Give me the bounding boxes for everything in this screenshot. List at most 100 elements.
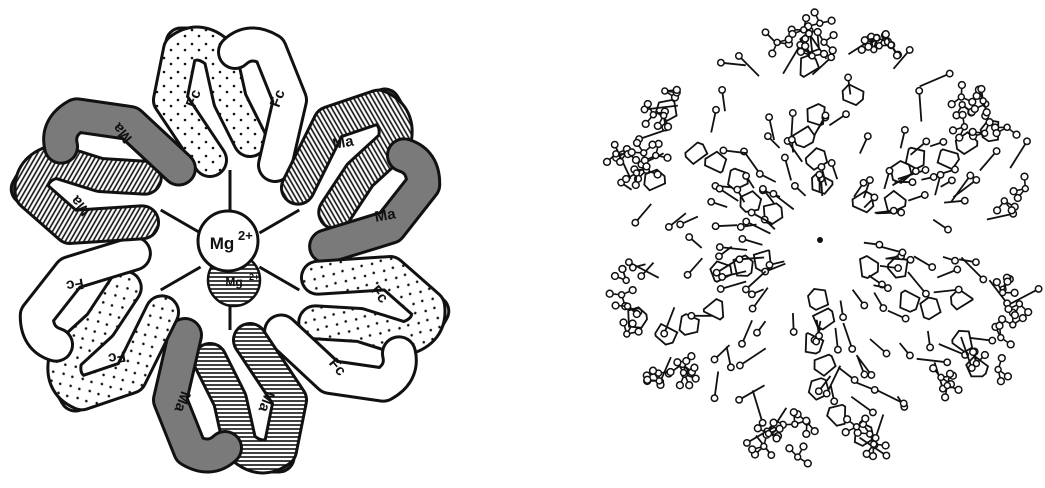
atom bbox=[882, 31, 889, 38]
atom bbox=[717, 244, 723, 250]
atom bbox=[835, 347, 841, 353]
atom bbox=[768, 452, 774, 458]
aromatic-ring bbox=[705, 152, 726, 173]
atom bbox=[630, 264, 636, 270]
atom bbox=[736, 256, 742, 262]
atom bbox=[737, 362, 743, 368]
atom bbox=[865, 43, 872, 50]
atom bbox=[711, 356, 717, 362]
metal-center-atom bbox=[817, 237, 823, 243]
atom bbox=[632, 182, 639, 189]
atom bbox=[625, 303, 631, 309]
atom bbox=[718, 60, 724, 66]
atom bbox=[633, 311, 640, 318]
coordination-bond bbox=[161, 210, 201, 233]
atom bbox=[909, 179, 915, 185]
atom bbox=[989, 337, 995, 343]
bond bbox=[715, 372, 719, 399]
atom bbox=[766, 262, 772, 268]
atom bbox=[644, 101, 651, 108]
atom bbox=[907, 47, 913, 53]
bond bbox=[739, 385, 764, 400]
atom bbox=[952, 166, 958, 172]
atom bbox=[902, 315, 908, 321]
atom bbox=[923, 138, 929, 144]
atom bbox=[617, 159, 624, 166]
atom bbox=[861, 371, 867, 377]
atom bbox=[868, 372, 874, 378]
atom bbox=[677, 382, 684, 389]
atom bbox=[719, 87, 725, 93]
atom bbox=[959, 102, 965, 108]
atom bbox=[789, 137, 795, 143]
atom bbox=[874, 35, 880, 41]
atom bbox=[828, 54, 834, 60]
atom bbox=[883, 452, 889, 458]
atom bbox=[762, 29, 768, 35]
atom bbox=[871, 194, 877, 200]
atom bbox=[684, 272, 690, 278]
atom bbox=[766, 114, 772, 120]
atom bbox=[973, 177, 979, 183]
atom bbox=[938, 374, 944, 380]
atom bbox=[931, 174, 937, 180]
subunit-bottom: MaMa bbox=[170, 335, 294, 472]
atom bbox=[739, 236, 745, 242]
atom bbox=[749, 305, 755, 311]
atom bbox=[743, 286, 749, 292]
atom bbox=[930, 365, 937, 372]
bond bbox=[919, 91, 921, 122]
atom bbox=[970, 349, 977, 356]
atom bbox=[734, 186, 740, 192]
atom bbox=[782, 154, 788, 160]
atom bbox=[1035, 286, 1041, 292]
atom bbox=[811, 428, 818, 435]
atom bbox=[986, 119, 993, 126]
atom bbox=[644, 376, 651, 383]
mg-ion-center: Mg2+ bbox=[198, 211, 258, 271]
atom bbox=[998, 355, 1005, 362]
atom bbox=[716, 253, 722, 259]
atom bbox=[654, 123, 661, 130]
bond bbox=[739, 56, 759, 76]
bond bbox=[639, 129, 668, 139]
atom bbox=[664, 154, 671, 161]
coordination-bond bbox=[259, 210, 299, 233]
atom bbox=[686, 234, 692, 240]
atom bbox=[633, 157, 640, 164]
atom bbox=[770, 191, 776, 197]
atom bbox=[769, 50, 776, 57]
aromatic-ring bbox=[900, 291, 919, 312]
atom bbox=[662, 88, 668, 94]
atom bbox=[861, 302, 867, 308]
atom bbox=[661, 113, 667, 119]
atom bbox=[998, 335, 1004, 341]
atom bbox=[830, 32, 837, 39]
atom bbox=[809, 53, 815, 59]
atom bbox=[791, 329, 797, 335]
bond bbox=[753, 390, 763, 422]
aromatic-ring bbox=[685, 143, 707, 165]
atom bbox=[792, 421, 798, 427]
atom bbox=[629, 320, 636, 327]
atom bbox=[947, 70, 953, 76]
atom bbox=[867, 177, 873, 183]
atom bbox=[743, 173, 749, 179]
atom bbox=[1025, 309, 1032, 316]
atom bbox=[831, 398, 837, 404]
atom bbox=[604, 159, 611, 166]
atom bbox=[998, 378, 1005, 385]
atom bbox=[956, 134, 963, 141]
atom bbox=[843, 111, 849, 117]
bond bbox=[1010, 141, 1027, 168]
atom bbox=[959, 82, 966, 89]
atom bbox=[894, 52, 901, 59]
atom bbox=[785, 36, 792, 43]
atom bbox=[713, 107, 719, 113]
atom bbox=[880, 305, 886, 311]
atom bbox=[922, 192, 928, 198]
atom bbox=[749, 446, 756, 453]
atom bbox=[718, 286, 724, 292]
